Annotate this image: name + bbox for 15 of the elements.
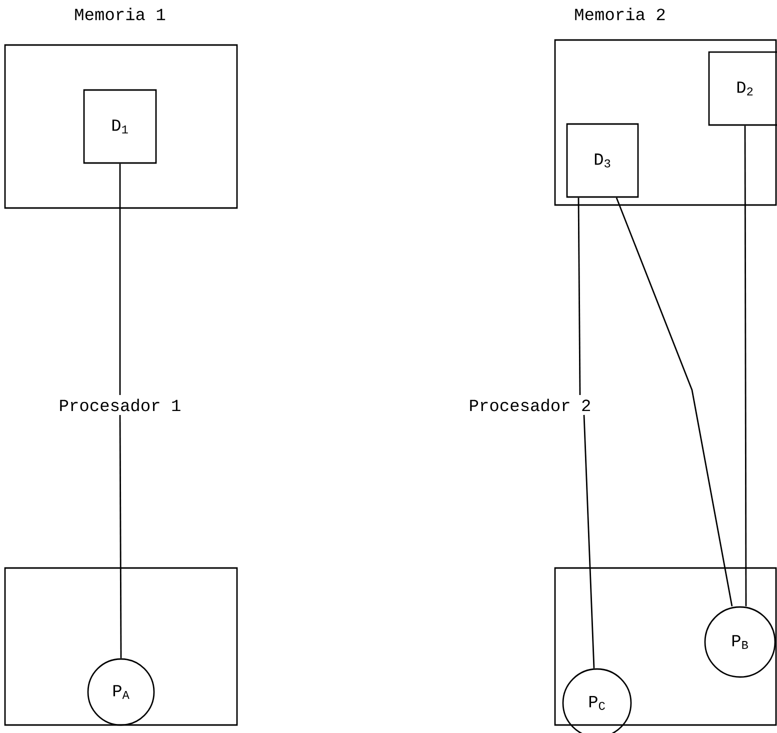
data-box: D$_{3}$ xyxy=(566,123,639,198)
box xyxy=(4,567,238,726)
connector-line xyxy=(583,414,595,668)
processor-label: Procesador 2 xyxy=(470,398,590,412)
box xyxy=(554,567,777,726)
data-box: D$_{1}$ xyxy=(83,89,157,164)
connector-line xyxy=(119,164,121,396)
connector-line xyxy=(616,197,733,606)
processor-label: Procesador 1 xyxy=(60,398,180,412)
connector-line xyxy=(578,198,581,396)
connector-line xyxy=(744,126,747,606)
node-label: Memoria 2 xyxy=(575,8,665,20)
connector-line xyxy=(119,414,122,658)
node-label: Memoria 1 xyxy=(75,8,166,20)
data-box: D$_{2}$ xyxy=(708,51,777,126)
